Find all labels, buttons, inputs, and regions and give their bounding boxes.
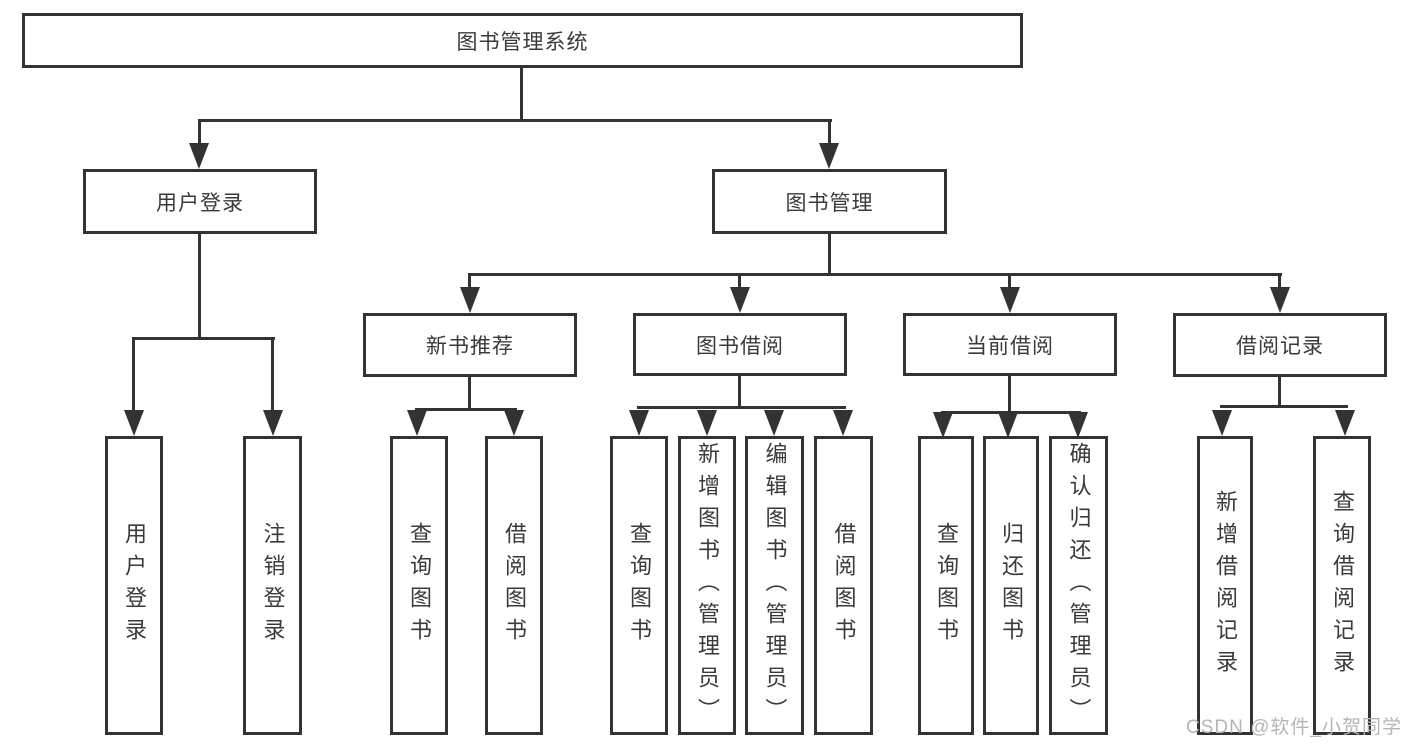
connector-drop (271, 337, 274, 412)
arrowhead-down-icon (1068, 412, 1088, 438)
node-label: 查询图书 (407, 521, 432, 650)
node-label: 图书管理系统 (456, 30, 589, 54)
arrowhead-down-icon (124, 410, 144, 436)
leaf-borrow-books: 借阅图书 (814, 436, 873, 735)
arrowhead-down-icon (998, 412, 1018, 438)
leaf-confirm-return-admin: 确认归还（管理员） (1049, 436, 1108, 735)
connector-rail (415, 408, 517, 411)
node-borrowing-records: 借阅记录 (1173, 313, 1387, 377)
leaf-logout: 注销登录 (243, 436, 302, 735)
connector-drop (738, 273, 741, 289)
node-label: 新增图书（管理员） (695, 441, 720, 730)
arrowhead-down-icon (697, 410, 717, 436)
node-label: 用户登录 (122, 521, 147, 650)
node-user-login-branch: 用户登录 (83, 169, 317, 234)
node-label: 确认归还（管理员） (1066, 441, 1092, 730)
connector-stem (198, 234, 201, 340)
node-label: 新书推荐 (426, 335, 514, 358)
csdn-watermark: CSDN @软件_小贺同学 (1186, 717, 1402, 738)
arrowhead-down-icon (263, 410, 283, 436)
leaf-query-books-recommend: 查询图书 (390, 436, 448, 735)
node-label: 用户登录 (156, 191, 244, 215)
node-label: 查询借阅记录 (1330, 489, 1355, 682)
node-root-library-system: 图书管理系统 (22, 13, 1023, 68)
arrowhead-down-icon (1000, 287, 1020, 313)
connector-stem (828, 234, 831, 276)
arrowhead-down-icon (764, 410, 784, 436)
leaf-user-login: 用户登录 (105, 436, 163, 735)
connector-drop (828, 119, 831, 145)
connector-level2-rail (198, 119, 832, 122)
connector-drop (198, 119, 201, 145)
arrowhead-down-icon (1212, 410, 1232, 436)
connector-level3-rail (468, 273, 1282, 276)
arrowhead-down-icon (189, 143, 209, 169)
arrowhead-down-icon (407, 410, 427, 436)
connector-rail (1220, 405, 1348, 408)
arrowhead-down-icon (1270, 287, 1290, 313)
node-label: 图书管理 (785, 191, 874, 215)
leaf-borrow-books-recommend: 借阅图书 (485, 436, 543, 735)
arrowhead-down-icon (504, 410, 524, 436)
leaf-edit-books-admin: 编辑图书（管理员） (745, 436, 804, 735)
node-label: 当前借阅 (966, 334, 1054, 358)
connector-stem (738, 376, 741, 409)
connector-drop (468, 273, 471, 289)
arrowhead-down-icon (1335, 410, 1355, 436)
node-label: 查询图书 (627, 521, 652, 650)
arrowhead-down-icon (933, 412, 953, 438)
connector-rail (132, 337, 275, 340)
node-new-book-recommend: 新书推荐 (363, 313, 577, 377)
connector-drop (1008, 273, 1011, 289)
leaf-query-books-borrowing: 查询图书 (610, 436, 668, 735)
leaf-add-borrow-record: 新增借阅记录 (1197, 436, 1253, 735)
arrowhead-down-icon (833, 410, 853, 436)
node-book-management-branch: 图书管理 (712, 169, 947, 234)
node-label: 借阅图书 (502, 521, 527, 650)
arrowhead-down-icon (629, 410, 649, 436)
node-label: 借阅图书 (831, 521, 857, 650)
connector-stem (468, 377, 471, 411)
arrowhead-down-icon (819, 143, 839, 169)
connector-rail (637, 406, 846, 409)
connector-stem (1008, 376, 1011, 414)
node-label: 新增借阅记录 (1213, 489, 1238, 682)
connector-drop (1278, 273, 1281, 289)
node-label: 图书借阅 (696, 334, 784, 358)
leaf-return-books: 归还图书 (983, 436, 1039, 735)
node-label: 归还图书 (999, 521, 1024, 650)
node-book-borrowing: 图书借阅 (633, 313, 847, 376)
connector-drop (132, 337, 135, 412)
leaf-add-books-admin: 新增图书（管理员） (678, 436, 736, 735)
leaf-query-borrow-record: 查询借阅记录 (1313, 436, 1371, 735)
node-label: 编辑图书（管理员） (762, 441, 788, 730)
node-label: 查询图书 (934, 521, 959, 650)
node-current-borrowing: 当前借阅 (903, 313, 1117, 376)
leaf-query-books-current: 查询图书 (918, 436, 974, 735)
connector-stem (1278, 377, 1281, 408)
connector-root-stem (520, 68, 523, 122)
arrowhead-down-icon (730, 287, 750, 313)
node-label: 注销登录 (260, 521, 286, 650)
arrowhead-down-icon (460, 287, 480, 313)
node-label: 借阅记录 (1236, 335, 1324, 358)
